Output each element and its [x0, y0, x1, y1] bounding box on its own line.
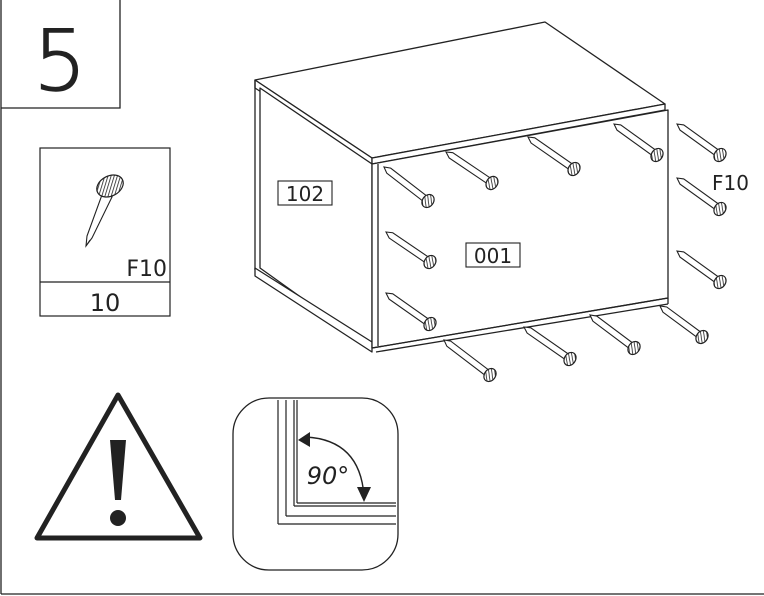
back-panel-label-box: 001 [465, 242, 521, 268]
warning-triangle-icon [34, 392, 203, 541]
cabinet-drawing [254, 21, 669, 353]
nail-1 [383, 166, 435, 209]
nail-8 [385, 292, 437, 332]
nail-6 [676, 177, 727, 217]
step-number-box: 5 [1, 0, 121, 111]
nail-12 [589, 314, 641, 356]
nail-7 [385, 231, 437, 270]
angle-text: 90° [307, 462, 350, 490]
nails-group [383, 123, 727, 383]
nail-11 [523, 326, 577, 367]
nail-5 [676, 123, 727, 163]
side-panel-label-box: 102 [277, 180, 333, 206]
part-quantity: 10 [90, 289, 121, 317]
nail-icon [85, 174, 124, 248]
nail-13 [659, 305, 709, 345]
nail-9 [676, 250, 727, 290]
back-panel-label: 001 [474, 244, 512, 268]
side-panel-label: 102 [286, 182, 324, 206]
nail-callout-label: F10 [712, 171, 749, 195]
step-number: 5 [33, 12, 86, 110]
nail-10 [443, 339, 497, 383]
part-code: F10 [126, 257, 167, 282]
nail-3 [527, 136, 581, 177]
nail-2 [445, 151, 499, 191]
right-angle-detail-icon: 90° [232, 397, 399, 571]
nail-4 [613, 123, 664, 163]
parts-legend: F10 10 [39, 147, 171, 317]
